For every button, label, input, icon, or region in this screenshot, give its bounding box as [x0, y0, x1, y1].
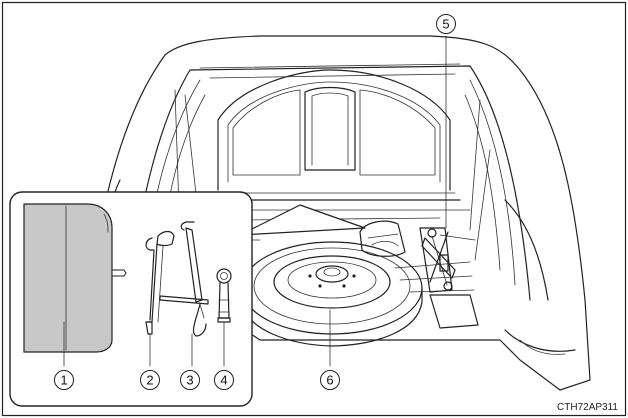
- callout-1: 1: [54, 370, 74, 390]
- tool-bag: [23, 203, 127, 353]
- callout-3: 3: [180, 370, 200, 390]
- callout-4-label: 4: [220, 373, 227, 388]
- callout-2-label: 2: [146, 373, 153, 388]
- jack-handle: [159, 221, 209, 337]
- towing-eyelet: [216, 268, 232, 323]
- spare-tire: [241, 241, 423, 347]
- callout-2: 2: [140, 370, 160, 390]
- callout-5: 5: [436, 14, 456, 34]
- callout-3-label: 3: [186, 373, 193, 388]
- figure-code: CTH72AP311: [557, 402, 618, 413]
- callout-6: 6: [320, 370, 340, 390]
- wheel-rim: [273, 255, 391, 309]
- tool-well: [359, 220, 406, 257]
- rear-seat-back: [217, 69, 451, 191]
- callout-6-label: 6: [326, 373, 333, 388]
- jack: [419, 227, 456, 293]
- wheel-hub: [315, 265, 349, 283]
- leader-lines: [63, 35, 447, 367]
- callout-4: 4: [214, 370, 234, 390]
- lug-wrench: [145, 230, 175, 335]
- tools-inset: [9, 191, 366, 407]
- callout-1-label: 1: [60, 373, 67, 388]
- headrest-slot: [304, 86, 356, 171]
- car-body-outline: [89, 35, 591, 391]
- callout-5-label: 5: [442, 17, 449, 32]
